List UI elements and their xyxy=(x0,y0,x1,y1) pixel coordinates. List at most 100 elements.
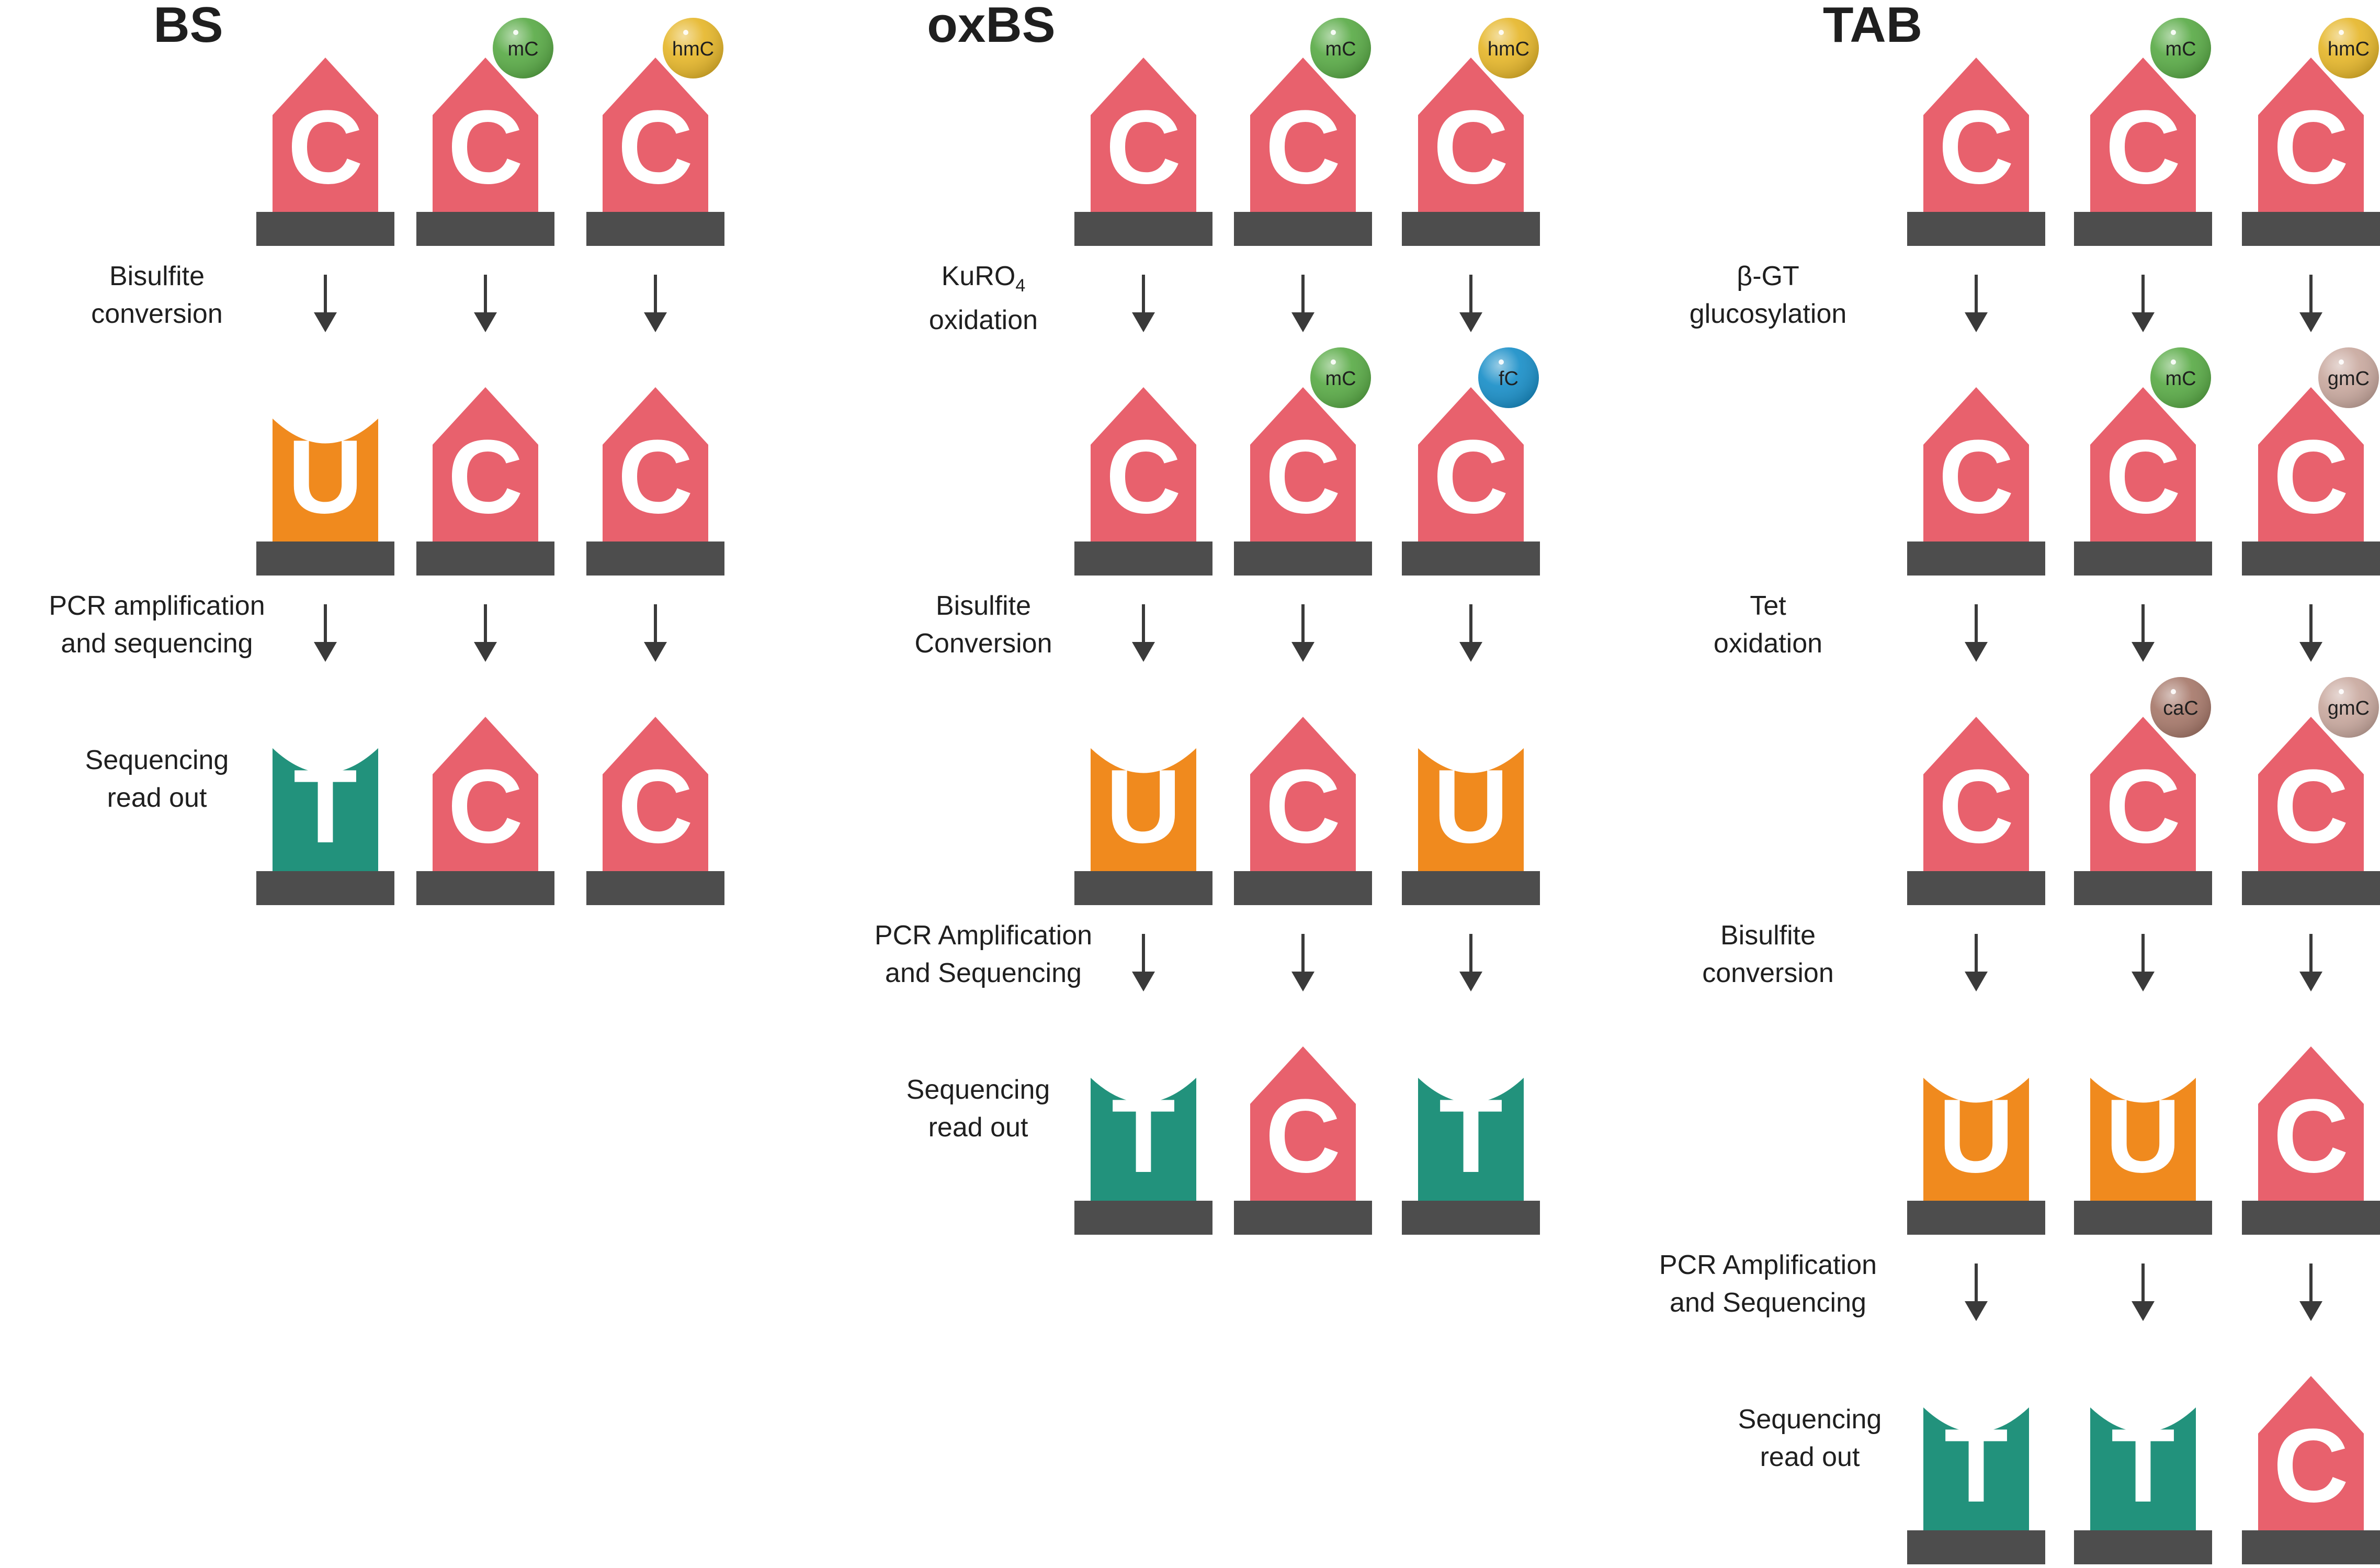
backbone-bar xyxy=(416,542,554,576)
backbone-bar xyxy=(1402,1201,1540,1235)
nucleotide-c-body xyxy=(1418,58,1524,212)
nucleotide-c-body xyxy=(2258,58,2364,212)
panel-title: oxBS xyxy=(927,0,1055,53)
arrow-head xyxy=(2132,972,2155,991)
arrow-head xyxy=(474,642,497,662)
nucleotide-t-body xyxy=(1091,1078,1196,1201)
nucleotide-letter: T xyxy=(1944,1407,2008,1524)
backbone-bar xyxy=(1234,871,1372,905)
arrow-head xyxy=(2132,642,2155,662)
nucleotide-c-body xyxy=(273,58,378,212)
nucleotide-letter: T xyxy=(2111,1407,2175,1524)
nucleotide-c-body xyxy=(1250,387,1356,542)
nucleotide-letter: C xyxy=(618,748,693,865)
nucleotide-letter: C xyxy=(618,89,693,206)
arrow-head xyxy=(1291,312,1314,332)
backbone-bar xyxy=(256,212,394,246)
backbone-bar xyxy=(1907,212,2045,246)
nucleotide-letter: C xyxy=(448,748,523,865)
nucleotide-u-body xyxy=(1923,1078,2029,1201)
arrow-head xyxy=(314,642,337,662)
nucleotide-c-body xyxy=(2090,58,2196,212)
nucleotide-letter: U xyxy=(1939,1078,2014,1194)
backbone-bar xyxy=(2074,542,2212,576)
backbone-bar xyxy=(1402,871,1540,905)
nucleotide-letter: C xyxy=(448,419,523,535)
nucleotide-c-body xyxy=(1923,387,2029,542)
backbone-bar xyxy=(2242,542,2380,576)
arrow-head xyxy=(1965,642,1988,662)
arrow-head xyxy=(1291,972,1314,991)
modification-label: caC xyxy=(2163,697,2198,719)
backbone-bar xyxy=(416,212,554,246)
backbone-bar xyxy=(1402,212,1540,246)
backbone-bar xyxy=(586,542,724,576)
modification-label: hmC xyxy=(672,38,714,60)
nucleotide-c-body xyxy=(2258,387,2364,542)
nucleotide-letter: C xyxy=(1433,419,1509,535)
nucleotide-c-body xyxy=(433,717,538,871)
arrow-head xyxy=(1459,312,1482,332)
nucleotide-c-body xyxy=(603,387,708,542)
nucleotide-u-body xyxy=(273,419,378,542)
arrow-head xyxy=(644,312,667,332)
modification-label: mC xyxy=(1325,38,1356,60)
nucleotide-c-body xyxy=(1091,387,1196,542)
arrow-head xyxy=(2299,642,2322,662)
backbone-bar xyxy=(1074,212,1212,246)
nucleotide-c-body xyxy=(2258,1046,2364,1201)
backbone-bar xyxy=(1907,542,2045,576)
nucleotide-letter: C xyxy=(1106,89,1181,206)
arrow-head xyxy=(1459,972,1482,991)
backbone-bar xyxy=(1234,212,1372,246)
nucleotide-letter: C xyxy=(1939,748,2014,865)
backbone-bar xyxy=(2242,871,2380,905)
arrow-head xyxy=(1965,972,1988,991)
backbone-bar xyxy=(1907,871,2045,905)
arrow-head xyxy=(1965,312,1988,332)
nucleotide-letter: T xyxy=(293,748,357,865)
arrow-head xyxy=(1132,312,1155,332)
arrow-head xyxy=(2299,1301,2322,1321)
modification-label: gmC xyxy=(2328,697,2370,719)
arrow-head xyxy=(314,312,337,332)
backbone-bar xyxy=(586,212,724,246)
nucleotide-letter: C xyxy=(288,89,363,206)
nucleotide-letter: C xyxy=(2273,1078,2349,1194)
nucleotide-c-body xyxy=(1923,58,2029,212)
arrow-head xyxy=(1132,642,1155,662)
nucleotide-letter: C xyxy=(2273,748,2349,865)
nucleotide-c-body xyxy=(1250,58,1356,212)
nucleotide-letter: C xyxy=(1265,419,1341,535)
backbone-bar xyxy=(2242,1530,2380,1564)
modification-label: mC xyxy=(2165,368,2196,390)
backbone-bar xyxy=(416,871,554,905)
nucleotide-letter: T xyxy=(1439,1078,1503,1194)
nucleotide-letter: C xyxy=(1939,419,2014,535)
backbone-bar xyxy=(2074,1201,2212,1235)
backbone-bar xyxy=(1907,1530,2045,1564)
backbone-bar xyxy=(256,871,394,905)
arrow-head xyxy=(2132,312,2155,332)
nucleotide-letter: C xyxy=(2273,1407,2349,1524)
nucleotide-c-body xyxy=(1923,717,2029,871)
nucleotide-letter: U xyxy=(1433,748,1509,865)
modification-label: mC xyxy=(2165,38,2196,60)
arrow-head xyxy=(2132,1301,2155,1321)
